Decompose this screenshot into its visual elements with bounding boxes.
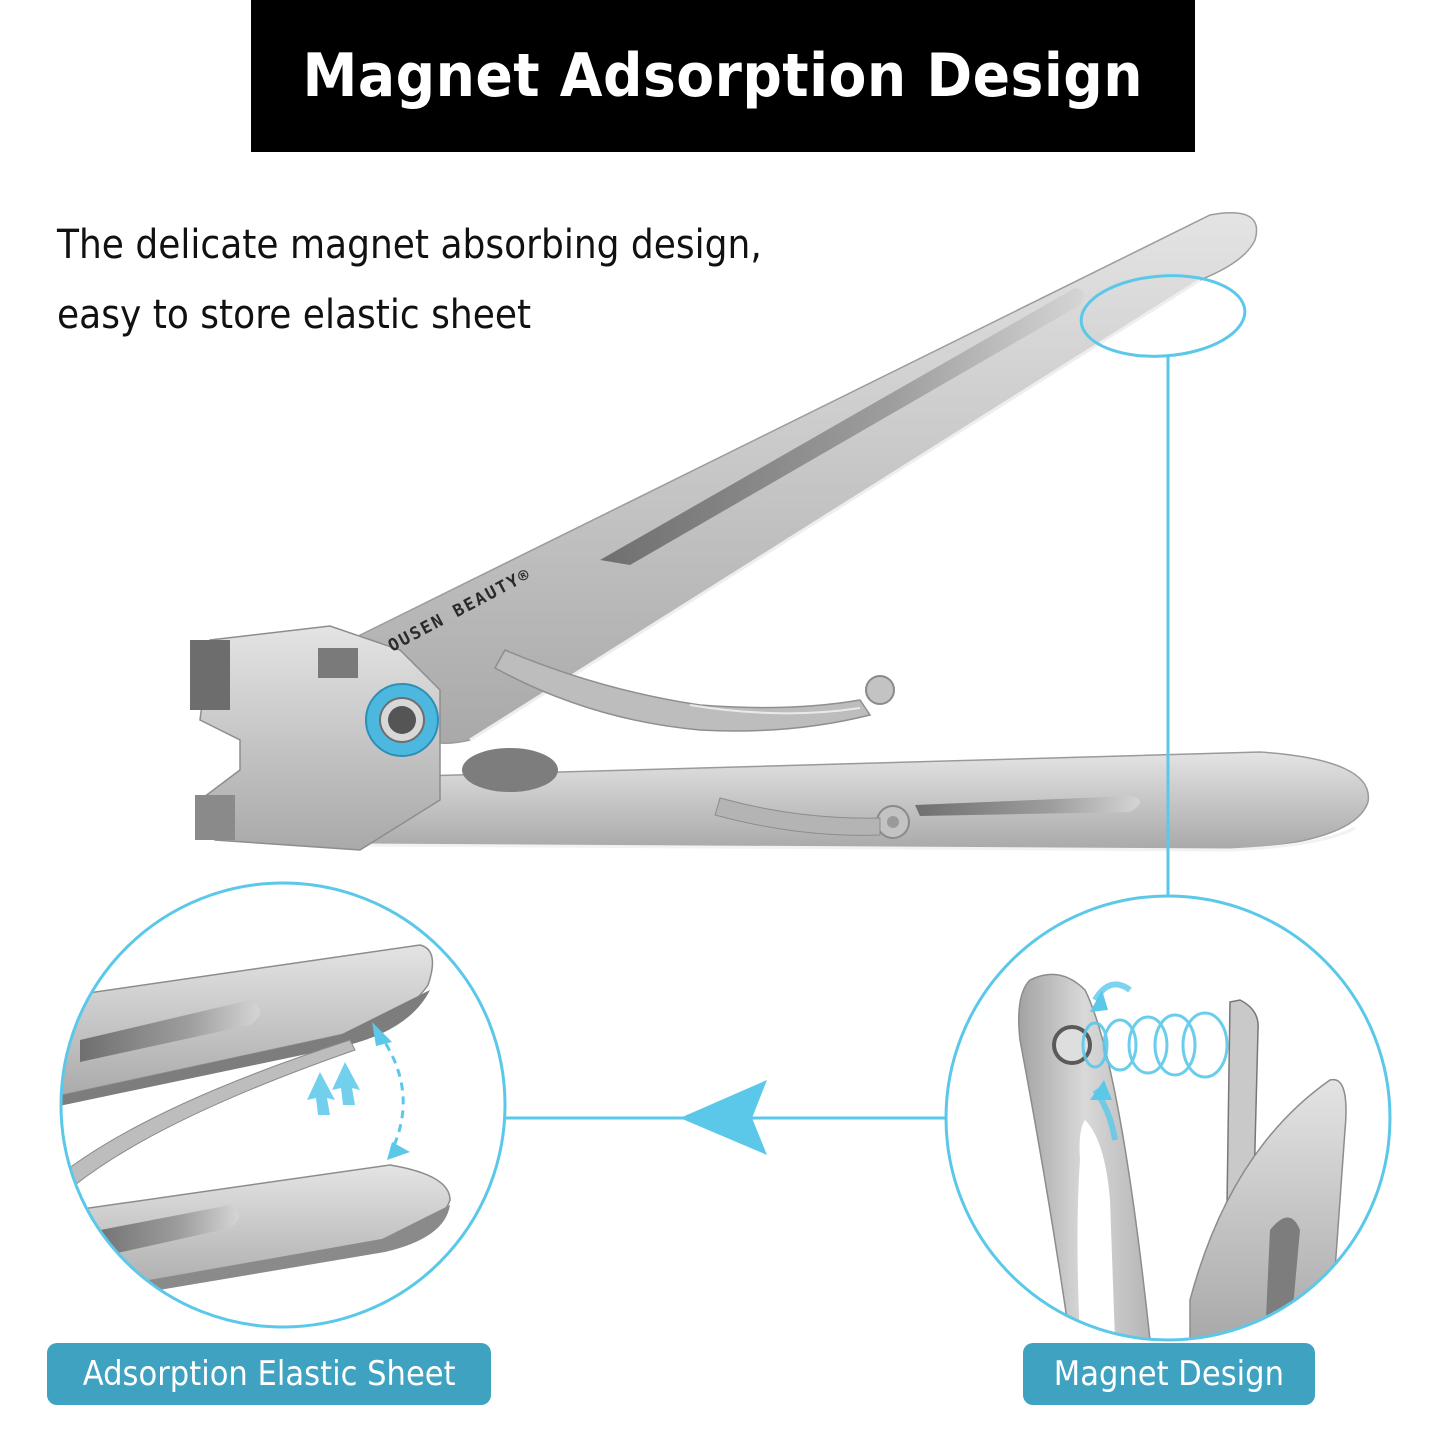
arrow-left-icon [680, 1080, 767, 1155]
up-arrows-icon [307, 1062, 360, 1115]
bottom-lever-slot [915, 796, 1140, 816]
description-line-1: The delicate magnet absorbing design, [57, 222, 762, 268]
feature-description: The delicate magnet absorbing design, ea… [57, 210, 762, 350]
magnet-callout-ellipse [1079, 274, 1247, 358]
magnet-design-label: Magnet Design [1023, 1343, 1315, 1405]
upper-lever [328, 212, 1258, 744]
adsorption-elastic-sheet-label: Adsorption Elastic Sheet [47, 1343, 491, 1405]
magnet-curve-arrow-top [1092, 981, 1132, 1002]
bottom-lever [298, 751, 1370, 851]
double-arrow-curve-icon [372, 1022, 410, 1160]
elastic-sheet [493, 649, 872, 732]
elastic-sheet-detail [59, 881, 507, 1329]
blade-top [190, 640, 230, 710]
blade-bottom [195, 795, 235, 840]
page-title: Magnet Adsorption Design [302, 41, 1144, 111]
magnet-detail [944, 894, 1392, 1342]
title-banner: Magnet Adsorption Design [251, 0, 1195, 152]
clipper-jaw [199, 625, 441, 851]
label-text: Adsorption Elastic Sheet [82, 1354, 456, 1394]
jaw-slot [462, 748, 558, 792]
nail-clipper: OUSEN BEAUTY® [190, 212, 1370, 852]
hinge-pin-top [865, 675, 895, 705]
upper-lever-slot [600, 288, 1084, 565]
label-text: Magnet Design [1053, 1354, 1285, 1394]
magnet-waves-icon [1081, 1011, 1229, 1079]
description-line-2: easy to store elastic sheet [57, 292, 532, 338]
